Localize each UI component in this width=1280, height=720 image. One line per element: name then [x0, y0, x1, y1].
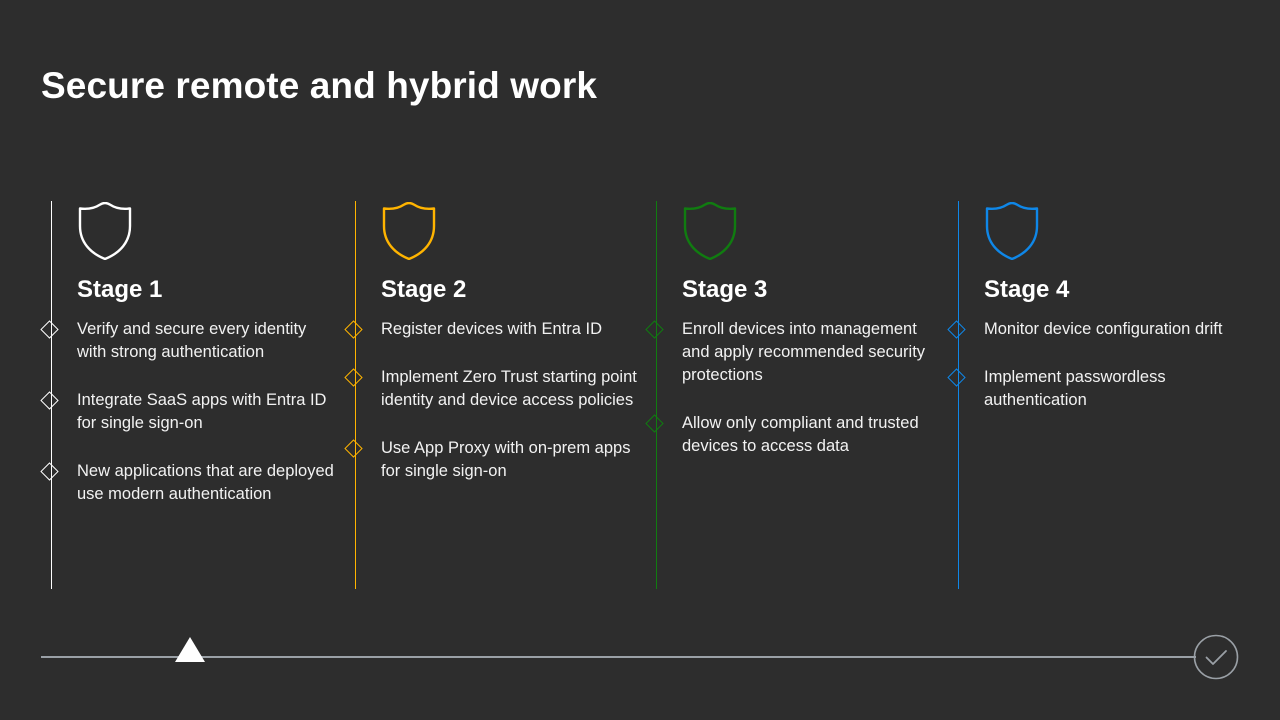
stage-column-2: Stage 2 Register devices with Entra ID I… — [344, 201, 645, 589]
bullet-text: Enroll devices into management and apply… — [682, 320, 926, 384]
stage-bullets: Verify and secure every identity with st… — [40, 318, 341, 506]
shield-icon — [682, 202, 738, 260]
list-item: Use App Proxy with on-prem apps for sing… — [344, 437, 645, 483]
diamond-bullet-icon — [344, 368, 363, 387]
diamond-bullet-icon — [645, 320, 664, 339]
list-item: Implement passwordless authentication — [947, 366, 1248, 412]
bullet-text: Monitor device configuration drift — [984, 320, 1223, 338]
stage-rail — [355, 201, 356, 589]
shield-icon — [77, 202, 133, 260]
list-item: Register devices with Entra ID — [344, 318, 645, 341]
stage-column-4: Stage 4 Monitor device configuration dri… — [947, 201, 1248, 589]
diamond-bullet-icon — [947, 320, 966, 339]
list-item: New applications that are deployed use m… — [40, 460, 341, 506]
diamond-bullet-icon — [40, 320, 59, 339]
diamond-bullet-icon — [344, 439, 363, 458]
bullet-text: Allow only compliant and trusted devices… — [682, 414, 919, 455]
bullet-text: Implement passwordless authentication — [984, 368, 1166, 409]
stage-bullets: Enroll devices into management and apply… — [645, 318, 946, 458]
diamond-bullet-icon — [344, 320, 363, 339]
list-item: Enroll devices into management and apply… — [645, 318, 946, 387]
list-item: Verify and secure every identity with st… — [40, 318, 341, 364]
bullet-text: Integrate SaaS apps with Entra ID for si… — [77, 391, 327, 432]
diamond-bullet-icon — [645, 414, 664, 433]
stage-heading: Stage 4 — [984, 276, 1070, 303]
shield-icon — [381, 202, 437, 260]
diamond-bullet-icon — [40, 391, 59, 410]
bullet-text: Register devices with Entra ID — [381, 320, 603, 338]
stage-heading: Stage 3 — [682, 276, 768, 303]
bullet-text: Use App Proxy with on-prem apps for sing… — [381, 439, 631, 480]
stage-bullets: Monitor device configuration drift Imple… — [947, 318, 1248, 412]
stage-heading: Stage 2 — [381, 276, 467, 303]
stage-heading: Stage 1 — [77, 276, 163, 303]
page-title: Secure remote and hybrid work — [41, 65, 598, 106]
bullet-text: Implement Zero Trust starting point iden… — [381, 368, 637, 409]
stage-column-1: Stage 1 Verify and secure every identity… — [40, 201, 341, 589]
stage-rail — [51, 201, 52, 589]
diamond-bullet-icon — [947, 368, 966, 387]
stage-rail — [958, 201, 959, 589]
shield-icon — [984, 202, 1040, 260]
list-item: Allow only compliant and trusted devices… — [645, 412, 946, 458]
stage-bullets: Register devices with Entra ID Implement… — [344, 318, 645, 483]
list-item: Monitor device configuration drift — [947, 318, 1248, 341]
bullet-text: Verify and secure every identity with st… — [77, 320, 307, 361]
diamond-bullet-icon — [40, 462, 59, 481]
bullet-text: New applications that are deployed use m… — [77, 462, 334, 503]
stage-rail — [656, 201, 657, 589]
stage-column-3: Stage 3 Enroll devices into management a… — [645, 201, 946, 589]
list-item: Implement Zero Trust starting point iden… — [344, 366, 645, 412]
list-item: Integrate SaaS apps with Entra ID for si… — [40, 389, 341, 435]
